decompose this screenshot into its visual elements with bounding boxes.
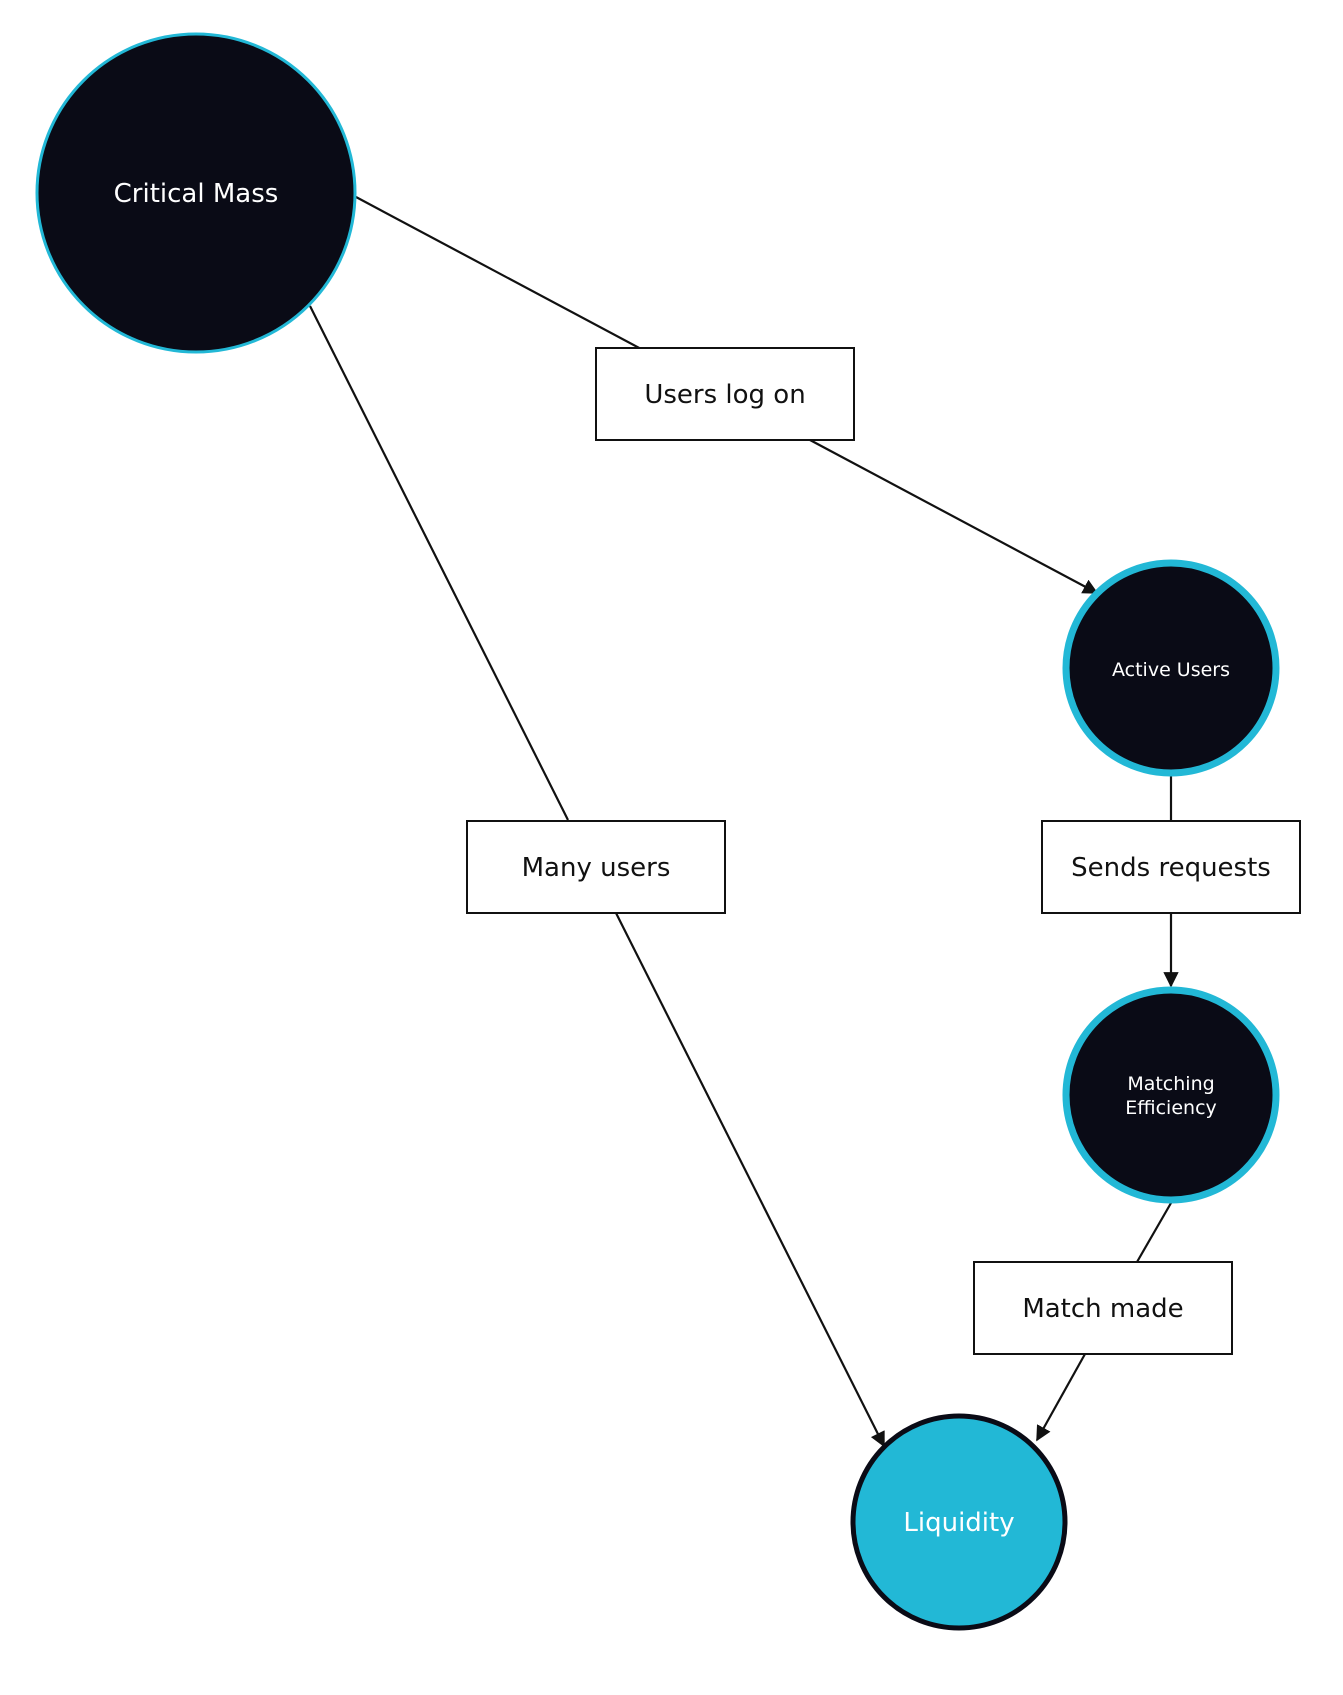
node-liquidity: Liquidity bbox=[850, 1413, 1068, 1631]
node-active-users-label: Active Users bbox=[1112, 659, 1230, 681]
node-liquidity-label: Liquidity bbox=[903, 1508, 1014, 1538]
label-sends-requests: Sends requests bbox=[1071, 853, 1271, 883]
label-box-match-made: Match made bbox=[973, 1261, 1233, 1355]
label-box-many-users: Many users bbox=[466, 820, 726, 914]
edge-match-made-to-liquidity bbox=[1036, 1353, 1086, 1442]
label-box-users-log-on: Users log on bbox=[595, 347, 855, 441]
node-matching-efficiency-label-line1: Matching bbox=[1127, 1073, 1214, 1095]
node-critical-mass: Critical Mass bbox=[35, 32, 357, 354]
edge-critical-mass-to-many-users bbox=[309, 305, 569, 821]
node-matching-efficiency-label-line2: Efficiency bbox=[1125, 1097, 1217, 1119]
label-box-sends-requests: Sends requests bbox=[1041, 820, 1301, 914]
label-many-users: Many users bbox=[522, 853, 671, 883]
edge-many-users-to-liquidity bbox=[615, 912, 885, 1448]
node-critical-mass-label: Critical Mass bbox=[114, 179, 279, 209]
label-users-log-on: Users log on bbox=[644, 380, 805, 410]
edges bbox=[309, 196, 1179, 1448]
label-match-made: Match made bbox=[1022, 1294, 1183, 1324]
edge-critical-mass-to-users-log-on bbox=[355, 196, 644, 351]
edge-matching-efficiency-to-match-made bbox=[1136, 1202, 1172, 1263]
node-active-users: Active Users bbox=[1062, 559, 1280, 777]
edge-users-log-on-to-active-users bbox=[809, 439, 1099, 594]
node-matching-efficiency: Matching Efficiency bbox=[1062, 986, 1280, 1204]
